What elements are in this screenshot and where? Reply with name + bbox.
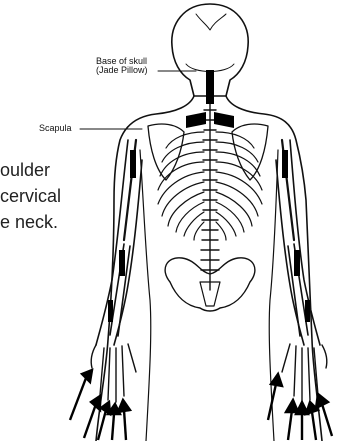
meridian-right-shoulder [214,112,234,128]
right-hand [282,344,327,402]
meridian-right-lower [305,300,310,322]
torso-left [140,150,151,441]
scapula-label: Scapula [39,124,72,133]
meridian-left-lower [108,300,113,322]
left-hand [91,344,136,402]
caption-line-3: e neck. [0,212,58,233]
meridian-right-upper-arm [282,150,288,178]
body-outline [96,96,194,441]
base-of-skull-label: Base of skull (Jade Pillow) [96,57,148,76]
meridian-left-upper-arm [130,150,136,178]
meridian-left-shoulder [186,112,206,128]
caption-line-2: cervical [0,186,61,207]
left-scapula [148,124,184,180]
caption-line-1: oulder [0,160,50,181]
meridian-right-forearm [294,250,300,276]
left-arm-inner [114,160,142,345]
spine [201,100,219,290]
meridian-left-forearm [119,250,125,276]
base-of-skull-label-line2: (Jade Pillow) [96,66,148,75]
meridian-neck [206,70,214,104]
skull-suture [196,14,226,30]
